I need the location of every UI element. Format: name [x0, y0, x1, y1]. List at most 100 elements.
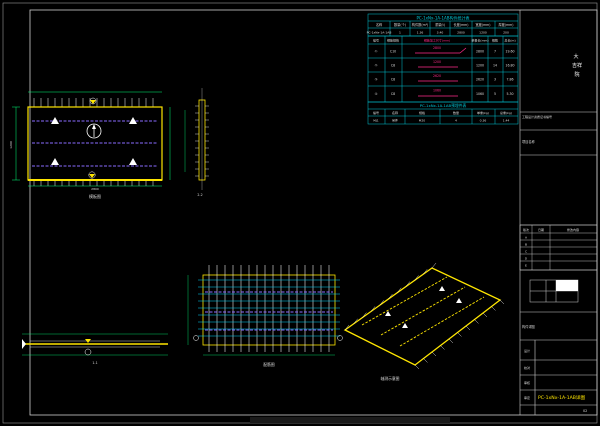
iso-view-label: 轴测示意图 [381, 376, 400, 381]
side-section-view [184, 88, 209, 190]
linework [465, 325, 471, 331]
side-section-label: 2-2 [197, 193, 202, 197]
title-fields: 设计 校对 审核 审定 [524, 348, 530, 400]
table3-row: MJ1 吊件 M20 4 0.36 1.44 [373, 118, 509, 123]
table2-h2: 钢筋加工尺寸(mm) [424, 38, 450, 43]
bottom-status-strip [250, 417, 450, 423]
linework [353, 318, 358, 324]
plan-view-label: 模板图 [89, 193, 101, 199]
plan-dim-width: 1200 [9, 141, 13, 149]
table3-title: PC-1xNx-1A-1AB预埋件表 [420, 103, 467, 108]
company-name: 大 吉祥 院 [572, 53, 582, 78]
table3-c4: 0.36 [480, 119, 487, 123]
table2-r1-c0: ② [375, 64, 378, 68]
field-review: 审核 [524, 380, 530, 385]
field-design: 设计 [524, 348, 530, 353]
table3-c0: MJ1 [373, 119, 378, 123]
table2-r2-c2: 2620 [433, 74, 441, 78]
table1-c0: PC-1xNx-1A-1AB [367, 31, 392, 35]
cert-label: 工程设计资质证书编号 [522, 114, 552, 119]
table2-r0-c4: 7 [494, 50, 496, 54]
elevation-label: 1-1 [92, 361, 97, 365]
table1-h0: 名称 [376, 22, 383, 27]
drawing-title-label: 构件详图 [522, 324, 535, 329]
table2-r3-c4: 5 [494, 92, 496, 96]
revision-header: 版次 日期 修改内容 [523, 227, 579, 232]
table3-h0: 编号 [373, 110, 379, 115]
table1-c5: 1200 [479, 31, 487, 35]
table2-r3-c2: 1060 [433, 89, 441, 93]
linework [370, 306, 376, 312]
table2-r0-c5: 19.60 [505, 50, 514, 54]
table2-r3-c3: 1060 [476, 92, 484, 96]
linework [482, 312, 488, 318]
table2-r3-c0: ④ [375, 92, 378, 96]
table2-r1-c3: 1200 [476, 64, 484, 68]
linework [362, 312, 367, 318]
rev-h0: 版次 [523, 227, 529, 232]
rev-h2: 修改内容 [567, 227, 579, 232]
company-line-1: 大 [573, 53, 578, 60]
linework [397, 287, 402, 293]
rebar-view-label: 配筋图 [263, 362, 275, 367]
table3-c2: M20 [419, 119, 425, 123]
drawing-number: PC-1xNx-1A-1AB详图 [538, 394, 586, 401]
table1-title: PC-1xNx-1A-1AB构件统计表 [416, 15, 469, 21]
table2-r0-c3: 2800 [476, 50, 484, 54]
table3-h1: 名称 [392, 110, 398, 115]
field-check: 校对 [524, 365, 530, 370]
table1-c4: 2800 [457, 31, 465, 35]
section-marker-bottom-icon [88, 171, 96, 179]
table2-r2-c1: C8 [391, 78, 395, 82]
company-line-3: 院 [574, 71, 579, 78]
table1-h6: 厚度(mm) [498, 22, 513, 27]
table1-h2: 构件数(m³) [412, 22, 428, 27]
rebar-view-marker-right-icon [337, 335, 343, 341]
isometric-view [343, 262, 505, 370]
table1-row: PC-1xNx-1A-1AB 1 1.36 3.40 2800 1200 200 [367, 31, 509, 35]
field-approve: 审定 [524, 395, 530, 400]
elevation-marker-icon [84, 348, 92, 356]
plan-rebar-stubs [33, 98, 154, 186]
plan-dim-length: 2800 [91, 187, 99, 191]
sheet-number: 02 [583, 409, 587, 413]
table1-c2: 1.36 [417, 31, 424, 35]
table-embedded [367, 101, 519, 125]
table2-h4: 根数 [492, 38, 498, 43]
table2-r3-c1: C8 [391, 92, 395, 96]
revision-rows: A B C D E [525, 236, 528, 268]
table2-h3: 单根长(mm) [471, 38, 488, 43]
plan-view [12, 91, 171, 187]
table3-c5: 1.44 [503, 119, 510, 123]
project-label: 项目名称 [522, 139, 536, 144]
linework [499, 299, 505, 305]
linework [491, 306, 496, 311]
rev-r3: D [525, 257, 528, 261]
table1-c1: 1 [399, 31, 401, 35]
linework [405, 281, 411, 287]
table2-r1-c5: 16.80 [505, 64, 514, 68]
rev-r0: A [525, 236, 528, 240]
table2-r0-c0: ① [375, 50, 378, 54]
plan-panel-outline [27, 106, 163, 181]
table2-h0: 编号 [373, 38, 379, 43]
table2-r2-c4: 3 [494, 78, 496, 82]
revision-table [519, 224, 598, 271]
rev-r1: B [525, 243, 527, 247]
table1-header: 名称 数量(个) 构件数(m³) 重量(t) 长度(mm) 宽度(mm) 厚度(… [376, 22, 514, 27]
table2-r2-c3: 2620 [476, 78, 484, 82]
table1-c3: 3.40 [437, 31, 444, 35]
elevation-view [22, 333, 168, 356]
linework [414, 275, 419, 281]
lifting-point-markers [51, 117, 137, 165]
table3-h5: 总重(kg) [500, 110, 512, 115]
table2-r3-c5: 5.30 [506, 92, 513, 96]
rev-r4: E [525, 264, 527, 268]
rebar-view [187, 265, 343, 356]
elevation-left-marker-icon [22, 339, 26, 349]
table2-r2-c5: 7.86 [506, 78, 513, 82]
linework [423, 269, 428, 275]
linework [457, 332, 462, 337]
rev-r2: C [525, 250, 527, 254]
